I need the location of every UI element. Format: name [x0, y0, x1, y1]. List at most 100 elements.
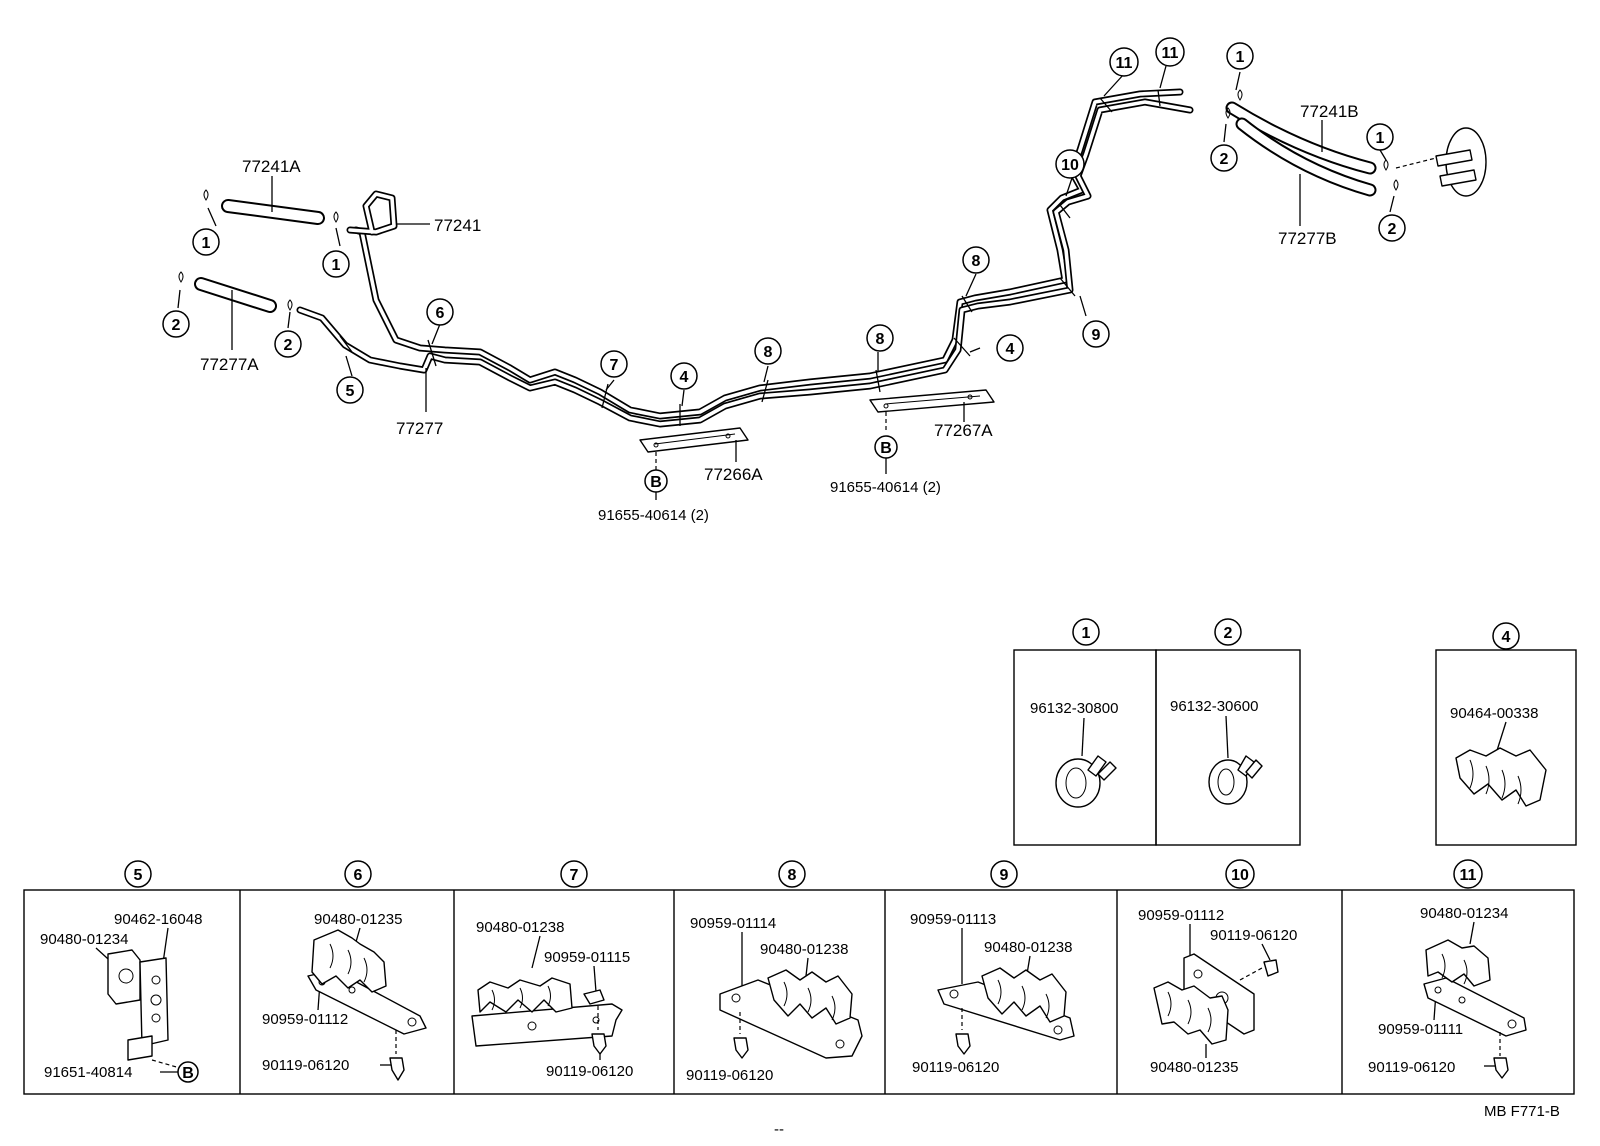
- svg-text:B: B: [880, 440, 892, 457]
- callout-2: 2: [274, 330, 302, 358]
- detail-callout-7: 7: [560, 860, 588, 888]
- detail-10-part-0: 90959-01112: [1138, 907, 1224, 924]
- detail-callout-B: B: [177, 1061, 199, 1083]
- label-77241B: 77241B: [1300, 102, 1359, 121]
- svg-text:B: B: [650, 474, 662, 491]
- detail-callout-8: 8: [778, 860, 806, 888]
- detail-callout-4: 4: [1492, 622, 1520, 650]
- detail-callout-5: 5: [124, 860, 152, 888]
- hose-77241B: [1225, 101, 1377, 175]
- detail-5-part-1: 90480-01234: [40, 931, 128, 948]
- svg-text:9: 9: [1000, 867, 1009, 884]
- svg-text:9: 9: [1092, 327, 1101, 344]
- callout-4: 4: [670, 362, 698, 390]
- svg-text:5: 5: [346, 383, 355, 400]
- label-77267A: 77267A: [934, 421, 993, 440]
- detail-callout-10: 10: [1225, 859, 1255, 889]
- callout-8: 8: [754, 337, 782, 365]
- detail-5-part-0: 90462-16048: [114, 911, 202, 928]
- svg-text:8: 8: [788, 867, 797, 884]
- detail-callout-2: 2: [1214, 618, 1242, 646]
- label-77277: 77277: [396, 419, 443, 438]
- callout-9: 9: [1082, 320, 1110, 348]
- detail-11-part-1: 90959-01111: [1378, 1021, 1463, 1038]
- svg-text:8: 8: [764, 344, 773, 361]
- svg-text:10: 10: [1061, 157, 1079, 174]
- part-number-labels: 77241A 77241 77277A 77277 77266A 77267A …: [200, 102, 1359, 524]
- svg-text:10: 10: [1231, 867, 1249, 884]
- callout-7: 7: [600, 350, 628, 378]
- callout-1: 1: [1366, 123, 1394, 151]
- hose-77277B: [1235, 117, 1377, 197]
- label-77241: 77241: [434, 216, 481, 235]
- svg-text:5: 5: [134, 867, 143, 884]
- svg-text:1: 1: [1236, 49, 1245, 66]
- detail-callout-9: 9: [990, 860, 1018, 888]
- hose-clamp-icon: [1055, 755, 1117, 808]
- main-callouts: 1 1 2 2 5 6 7 4 8 8 B B 8 4 9 10 11 11 1…: [162, 37, 1406, 493]
- detail-6-part-2: 90119-06120: [262, 1057, 349, 1074]
- detail-callout-11: 11: [1453, 859, 1483, 889]
- bracket-77267A: [869, 389, 995, 432]
- svg-text:1: 1: [202, 235, 211, 252]
- detail-6-part-0: 90480-01235: [314, 911, 402, 928]
- callout-8: 8: [866, 324, 894, 352]
- hose-clamp-icon: [1208, 755, 1263, 805]
- callout-2: 2: [162, 310, 190, 338]
- detail-7-part-1: 90959-01115: [544, 949, 630, 966]
- svg-text:2: 2: [172, 317, 181, 334]
- tank-fitting: [1395, 127, 1487, 197]
- detail-box-5: 5 90462-16048 90480-01234 91651-40814 B: [40, 860, 202, 1083]
- detail-strip: [23, 889, 1575, 1095]
- leader-lines: [177, 65, 1395, 500]
- callout-4: 4: [996, 334, 1024, 362]
- detail-box-10: 10 90959-01112 90119-06120 90480-01235: [1138, 859, 1297, 1076]
- detail-callout-6: 6: [344, 860, 372, 888]
- detail-box-4: 4 90464-00338: [1435, 622, 1577, 846]
- detail-callout-1: 1: [1072, 618, 1100, 646]
- label-77277B: 77277B: [1278, 229, 1337, 248]
- drawing-code: MB F771-B: [1484, 1103, 1560, 1120]
- hose-77277A: [194, 277, 277, 313]
- svg-text:1: 1: [1082, 625, 1091, 642]
- detail-9-part-0: 90959-01113: [910, 911, 996, 928]
- pipe-clamp-bracket-icon: [307, 929, 427, 1081]
- detail-box-9: 9 90959-01113 90480-01238 90119-06120: [910, 860, 1075, 1076]
- detail-11-part-0: 90480-01234: [1420, 905, 1508, 922]
- svg-text:2: 2: [1224, 625, 1233, 642]
- callout-8: 8: [962, 246, 990, 274]
- label-77241A: 77241A: [242, 157, 301, 176]
- detail-5-part-2: 91651-40814: [44, 1064, 132, 1081]
- svg-text:2: 2: [1220, 151, 1229, 168]
- bracket-clamp-icon: [107, 949, 181, 1069]
- detail-8-part-2: 90119-06120: [686, 1067, 773, 1084]
- callout-B: B: [644, 469, 668, 493]
- svg-text:8: 8: [972, 253, 981, 270]
- callout-2: 2: [1378, 214, 1406, 242]
- svg-text:8: 8: [876, 331, 885, 348]
- hose-clips: [178, 89, 1399, 311]
- pipe-clamp-bracket-icon: [719, 969, 863, 1059]
- label-77277A: 77277A: [200, 355, 259, 374]
- detail-7-part-2: 90119-06120: [546, 1063, 633, 1080]
- svg-text:B: B: [182, 1065, 194, 1082]
- callout-B: B: [874, 435, 898, 459]
- detail-box-2: 2 96132-30600: [1155, 618, 1301, 846]
- pipe-clamp-icon: [1455, 747, 1547, 807]
- detail-11-part-2: 90119-06120: [1368, 1059, 1455, 1076]
- pipe-clamp-bracket-icon: [471, 977, 623, 1055]
- callout-11: 11: [1109, 47, 1139, 77]
- callout-1: 1: [322, 250, 350, 278]
- fuel-pipe-assembly: [296, 88, 1194, 428]
- callout-2: 2: [1210, 144, 1238, 172]
- pipe-clamp-bracket-icon: [1423, 939, 1527, 1079]
- detail-4-part-0: 90464-00338: [1450, 705, 1538, 722]
- detail-1-part-0: 96132-30800: [1030, 700, 1118, 717]
- detail-7-part-0: 90480-01238: [476, 919, 564, 936]
- detail-10-part-2: 90480-01235: [1150, 1059, 1238, 1076]
- svg-text:6: 6: [436, 305, 445, 322]
- detail-9-part-1: 90480-01238: [984, 939, 1072, 956]
- detail-10-part-1: 90119-06120: [1210, 927, 1297, 944]
- svg-text:4: 4: [1006, 341, 1015, 358]
- detail-8-part-1: 90480-01238: [760, 941, 848, 958]
